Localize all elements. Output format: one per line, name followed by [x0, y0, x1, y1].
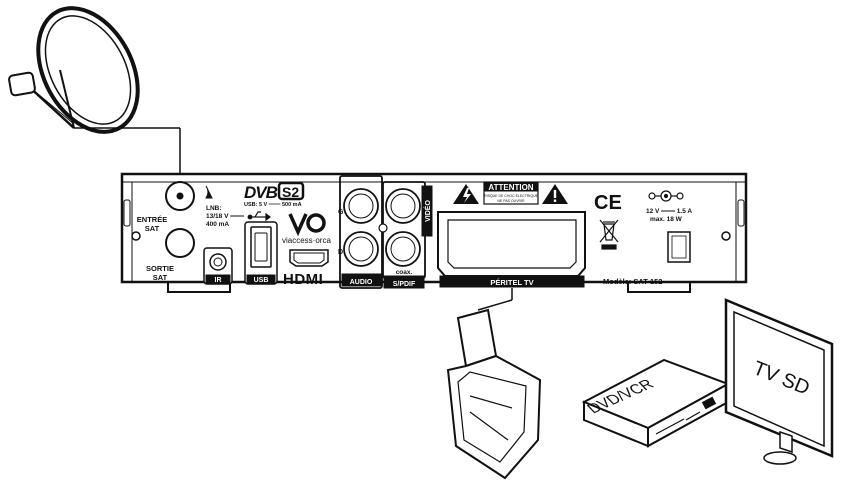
usb-port[interactable] — [244, 221, 278, 285]
audio-g-label: G — [338, 209, 344, 216]
attention-title: ATTENTION — [488, 183, 533, 192]
polarity-icon — [648, 190, 684, 202]
model-label: Modèle: SAT-152 — [603, 277, 662, 286]
svg-text:HDMI: HDMI — [283, 271, 323, 288]
lnb-label-3: 400 mA — [206, 221, 229, 228]
audio-d-label: D — [338, 249, 343, 256]
attention-box — [483, 181, 539, 205]
peritel-label: PÉRITEL TV — [490, 278, 533, 287]
receiver-back-panel — [120, 172, 748, 293]
usb-symbol-icon — [247, 211, 271, 222]
entree-sat-label-2: SAT — [145, 224, 160, 233]
scart-plug-icon — [446, 308, 542, 480]
coax-spdif-connector[interactable] — [385, 231, 421, 267]
ir-port[interactable] — [203, 247, 233, 285]
weee-bin-icon — [599, 219, 619, 250]
sat-out-connector[interactable] — [165, 228, 195, 258]
tv-monitor-icon — [724, 298, 834, 465]
lightning-warning-icon — [453, 184, 479, 204]
usb-spec-label: USB: 5 V ═══ 500 mA — [244, 202, 302, 208]
attention-line-2: NE PAS OUVRIR — [497, 199, 525, 203]
audio-left-connector[interactable] — [343, 188, 379, 224]
satellite-dish-icon — [8, 6, 181, 190]
entree-sat-label-1: ENTRÉE — [137, 215, 167, 224]
dvb-s2-logo: DVB S2 — [244, 181, 305, 202]
coax-label: coax. — [396, 269, 413, 276]
power-spec-1: 12 V ═══ 1.5 A — [646, 208, 692, 215]
peritel-scart-port[interactable] — [437, 211, 586, 288]
svg-text:S2: S2 — [282, 184, 299, 200]
sat-in-connector[interactable] — [165, 181, 195, 211]
lnb-label-2: 13/18 V ═══ — [206, 213, 244, 220]
lnb-small-dish-icon — [205, 185, 213, 199]
audio-label: AUDIO — [350, 279, 373, 286]
svg-text:DVB: DVB — [244, 183, 278, 202]
scart-cable — [477, 288, 513, 311]
spdif-label: S/PDIF — [393, 281, 416, 288]
power-connector[interactable] — [667, 231, 691, 263]
sortie-sat-label-2: SAT — [153, 273, 168, 282]
hdmi-port[interactable] — [289, 249, 329, 267]
audio-right-connector[interactable] — [343, 231, 379, 267]
sortie-sat-label-1: SORTIE — [146, 264, 174, 273]
usb-label: USB — [254, 277, 269, 284]
av-rca-block — [339, 175, 433, 289]
exclamation-warning-icon — [542, 184, 568, 204]
video-connector[interactable] — [385, 188, 421, 224]
attention-line-1: RISQUE DE CHOC ÉLECTRIQUE — [484, 193, 539, 198]
ir-label: IR — [215, 277, 222, 284]
rca-screw — [378, 223, 388, 233]
hdmi-logo: HDMI — [283, 271, 323, 288]
video-label: VIDÉO — [423, 200, 432, 222]
viaccess-orca-logo — [288, 213, 326, 237]
power-spec-2: max. 18 W — [650, 216, 683, 223]
viaccess-label: viaccess·orca — [282, 236, 331, 245]
ce-mark: CE — [594, 192, 622, 214]
lnb-label-1: LNB: — [206, 205, 222, 212]
